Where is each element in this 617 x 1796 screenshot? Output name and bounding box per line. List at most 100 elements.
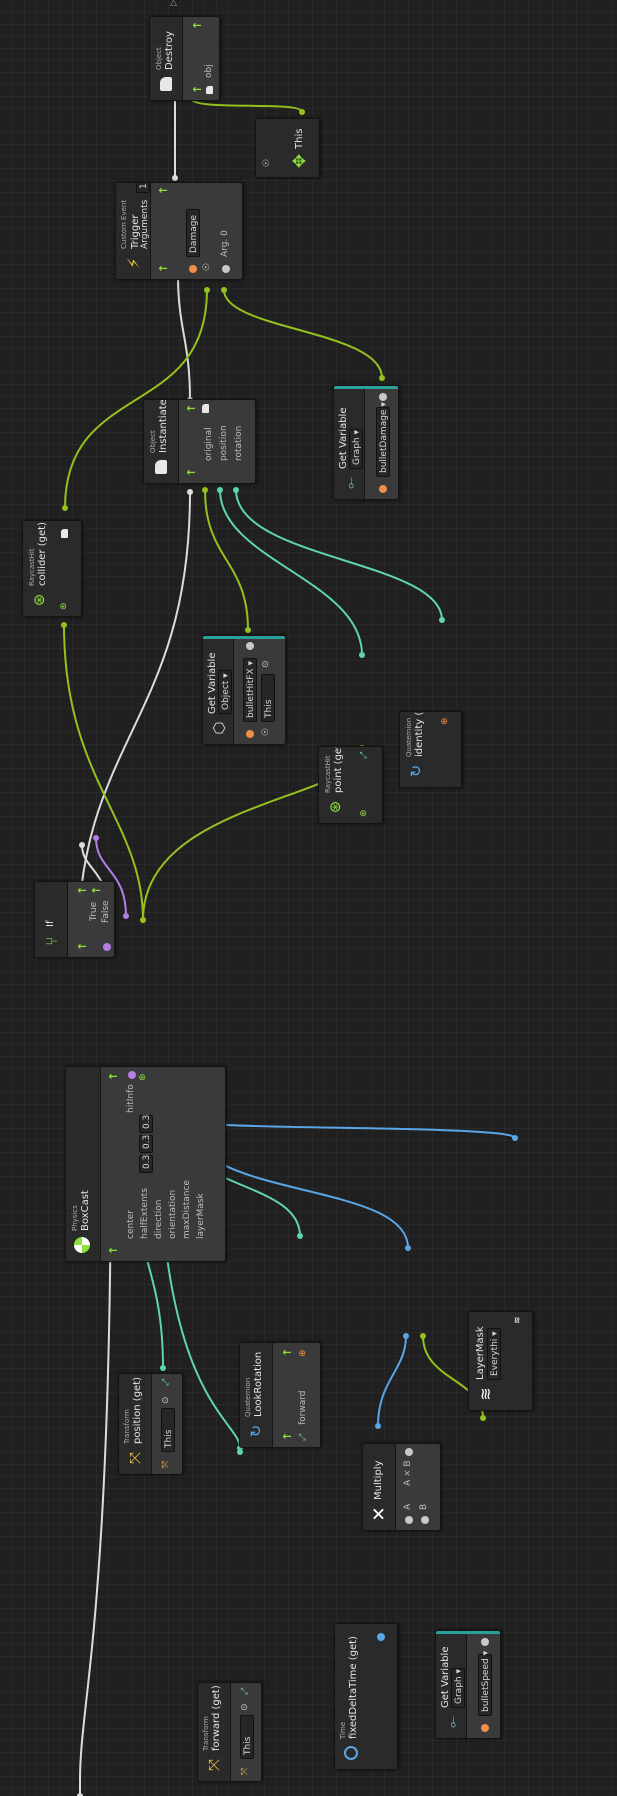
transform-position-get-node[interactable]: ⤧ Transform position (get) This ⊙ ⤢ ⤧ [118,1373,183,1475]
target-picker-icon[interactable]: ⊙ [161,1396,171,1404]
clock-icon [341,1743,361,1763]
flow-in-port[interactable]: ↑ [76,941,89,951]
quaternion-look-rotation-node[interactable]: ↻ Quaternion LookRotation ↑ ↑ forward ⤢ … [239,1342,321,1448]
scope-dropdown[interactable]: Graph ▾ [451,1668,465,1708]
flow-out-port[interactable]: ↑ [281,1347,294,1357]
false-out-port[interactable]: ↑ [90,885,103,895]
target-value: This [164,1429,174,1448]
quaternion-identity-get-node[interactable]: ↻ Quaternion identity (get) ⊕ [399,711,462,788]
obj-port-icon[interactable] [206,86,213,94]
gameobject-port-icon[interactable]: ☉ [262,158,272,167]
wire-identity-to-instantiate[interactable] [235,489,443,621]
variable-name-dropdown[interactable]: bulletDamage ▾ [376,402,390,477]
target-port[interactable] [189,265,197,273]
destroy-node[interactable]: Object Destroy ↑ ↑ obj [149,16,220,101]
extents-z-field[interactable]: 0.3 [139,1115,153,1133]
flow-out-port[interactable]: ↑ [157,185,170,195]
transform-in-icon: ⤧ [161,1460,171,1468]
trigger-custom-event-node[interactable]: ⚡ Custom Event Trigger Arguments 1 ↑ ↑ D… [115,182,243,280]
quaternion-icon: ↻ [247,1424,265,1438]
flow-out-port[interactable]: ↑ [191,20,204,30]
target-port[interactable] [246,730,254,738]
get-variable-bullet-speed-node[interactable]: ⟜ Get Variable Graph ▾ bulletSpeed ▾ [435,1630,501,1739]
object-icon [151,457,171,477]
flow-in-port[interactable]: ↑ [107,1245,120,1255]
wire-this-to-destroy[interactable] [190,97,303,113]
event-name-field[interactable]: Damage [186,209,200,257]
flow-out-port[interactable]: ↑ [107,1071,120,1081]
extents-x-field[interactable]: 0.3 [139,1155,153,1173]
value-out-port[interactable] [246,642,254,650]
wire-flow-to-boxcast[interactable] [79,1134,112,1796]
transform-forward-get-node[interactable]: ⤧ Transform forward (get) This ⊙ ⤢ ⤧ [197,1682,262,1782]
variable-icon: ⟜ [341,477,359,490]
flow-out-port[interactable]: ↑ [185,403,198,413]
scope-dropdown[interactable]: Object ▾ [218,670,232,714]
wire-point-to-instantiate[interactable] [219,489,363,656]
get-variable-bullet-hit-fx-node[interactable]: ⬡ Get Variable Object ▾ bulletHitFX ▾ Th… [202,635,286,745]
wire-hit-to-collider[interactable] [63,624,144,921]
target-field[interactable]: This [261,674,275,722]
get-variable-bullet-damage-node[interactable]: ⟜ Get Variable Graph ▾ bulletDamage ▾ [333,385,399,500]
vector3-in-icon[interactable]: ⤢ [298,1433,308,1441]
true-out-port[interactable]: ↑ [76,885,89,895]
instantiate-node[interactable]: Object Instantiate ↑ ↑ original position… [143,399,256,484]
ab-out-port[interactable] [405,1448,413,1456]
wire-fixeddelta-to-a[interactable] [377,1335,407,1427]
flow-in-port[interactable]: ↑ [191,84,204,94]
this-icon: ✥ [290,153,310,169]
wire-bool-to-if[interactable] [95,837,127,917]
target-field[interactable]: This [240,1715,254,1759]
arguments-count-field[interactable]: 1 [136,182,150,193]
flow-in-port[interactable]: ↑ [281,1431,294,1441]
b-port[interactable] [421,1516,429,1524]
variable-name-dropdown[interactable]: bulletHitFX ▾ [243,658,257,722]
layermask-node[interactable]: ≋ LayerMask Everythi ▾ ≋ [468,1311,533,1411]
flow-in-port[interactable]: ↑ [185,467,198,477]
target-field[interactable]: This [161,1408,175,1452]
layers-out-icon[interactable]: ≋ [513,1316,523,1324]
raycasthit-collider-get-node[interactable]: ⊛ RaycastHit collider (get) ⊛ [22,520,82,617]
variable-name-dropdown[interactable]: bulletSpeed ▾ [478,1651,492,1716]
vector3-out-icon[interactable]: ⤢ [240,1687,250,1695]
wire-damage-to-trigger[interactable] [223,289,383,379]
hitinfo-out-icon[interactable]: ⊛ [138,1073,148,1081]
wire-collider-to-trigger[interactable] [64,289,208,509]
layermask-dropdown[interactable]: Everythi ▾ [487,1328,501,1380]
physics-boxcast-node[interactable]: Physics BoxCast ↑ ↑ center halfExtents 0… [65,1066,226,1262]
multiply-node[interactable]: ✕ Multiply A B A × B [362,1443,441,1531]
orientation-label: orientation [168,1189,178,1239]
arg0-port[interactable] [222,265,230,273]
arg0-label: Arg. 0 [220,230,230,257]
wire-layermask-to-boxcast[interactable] [205,1121,516,1139]
condition-port[interactable] [103,943,111,951]
flow-in-port[interactable]: ↑ [157,263,170,273]
scope-dropdown[interactable]: Graph ▾ [349,429,363,469]
target-port[interactable] [481,1724,489,1732]
target-picker-icon[interactable]: ⊙ [261,660,271,668]
target-picker-icon[interactable]: ⊙ [240,1703,250,1711]
value-out-port[interactable] [379,393,387,401]
if-node[interactable]: ⑂ If ↑ ↑ True ↑ False [34,881,115,958]
collider-out-port[interactable] [61,529,68,538]
float-out-port[interactable] [377,1633,385,1641]
wire-endpoint [379,375,385,381]
value-out-port[interactable] [481,1638,489,1646]
target-port[interactable] [379,485,387,493]
wire-if-true-to-instantiate[interactable] [77,491,191,946]
quaternion-out-icon[interactable]: ⊕ [440,717,450,725]
raycasthit-point-get-node[interactable]: ⊛ RaycastHit point (get) ⤢ ⊛ [318,746,383,824]
a-port[interactable] [405,1516,413,1524]
quaternion-out-icon[interactable]: ⊕ [298,1349,308,1357]
wire-hitfx-to-instantiate[interactable] [204,489,249,631]
time-fixed-delta-time-get-node[interactable]: Time fixedDeltaTime (get) [334,1623,398,1770]
object-out-port[interactable] [202,404,209,413]
vector3-out-icon[interactable]: ⤢ [161,1378,171,1386]
this-node[interactable]: ✥ This ☉ [255,118,320,178]
half-extents-label: halfExtents [140,1188,150,1239]
vector3-out-icon[interactable]: ⤢ [359,751,369,759]
extents-y-field[interactable]: 0.3 [139,1135,153,1153]
wire-instantiate-to-trigger[interactable] [177,274,191,401]
node-kind: Physics [71,1205,79,1231]
bool-out-port[interactable] [128,1071,136,1079]
